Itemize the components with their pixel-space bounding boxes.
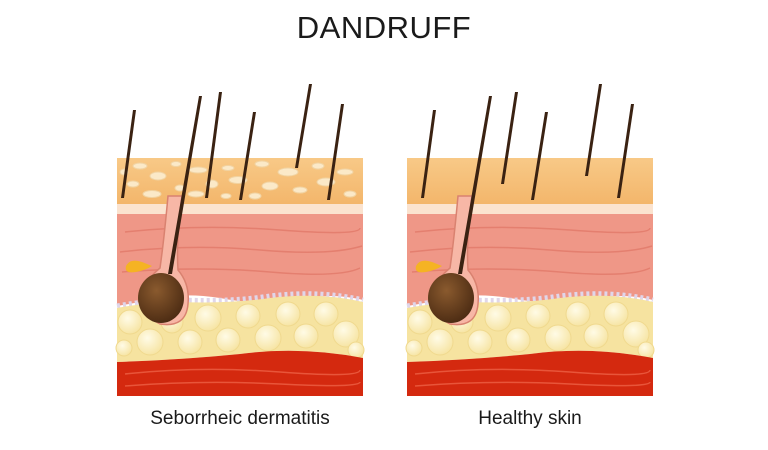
hairs [121,84,344,200]
hair-shaft-main [168,96,202,274]
hair-bulb [428,273,474,323]
epidermis-layer [407,158,653,204]
caption-healthy-skin: Healthy skin [478,408,582,429]
sebaceous-gland [415,260,442,273]
caption-seborrheic-dermatitis: Seborrheic dermatitis [150,408,330,429]
hair-shaft-main [458,96,492,274]
skin-section-seborrheic [115,84,365,396]
diagram-title: DANDRUFF [296,10,472,45]
skin-section-healthy [405,84,655,396]
hair-bulb [138,273,184,323]
dandruff-flakes [119,160,357,200]
sebaceous-gland [125,260,152,273]
hairs [421,84,634,200]
